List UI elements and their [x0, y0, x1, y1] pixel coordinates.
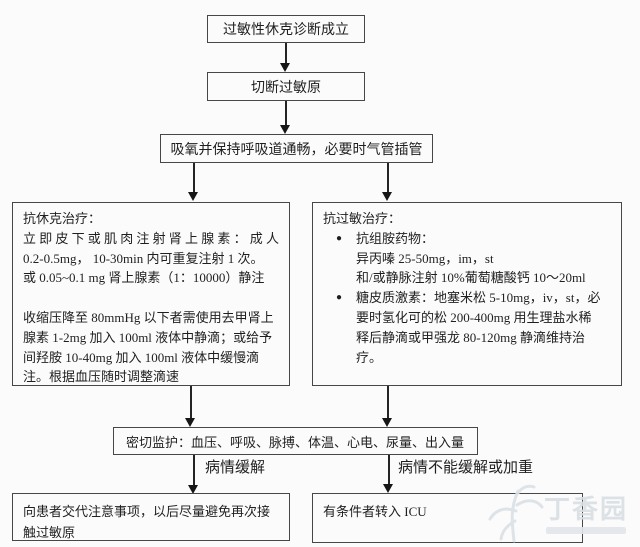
anti-shock-line: 立即皮下或肌肉注射肾上腺素：成人 — [23, 230, 283, 246]
anti-shock-line: 或 0.05~0.1 mg 肾上腺素（1：10000）静注 — [23, 270, 265, 286]
anti-allergy-line: 异丙嗪 25-50mg，im，st — [356, 250, 494, 266]
arrow-down-icon — [185, 418, 195, 427]
bullet-icon: ● — [336, 292, 343, 304]
anti-allergy-line: 疗。 — [356, 349, 383, 365]
node-icu: 有条件者转入 ICU — [312, 493, 583, 543]
anti-shock-line: 腺素 1-2mg 加入 100ml 液体中静滴；或给予 — [23, 329, 273, 345]
anti-allergy-line: 抗组胺药物： — [356, 230, 435, 246]
node-diagnosis: 过敏性休克诊断成立 — [207, 15, 365, 43]
node-advice: 向患者交代注意事项，以后尽量避免再次接触过敏原 — [12, 493, 290, 541]
node-airway: 吸氧并保持呼吸道通畅，必要时气管插管 — [160, 134, 433, 163]
arrow-down-icon — [383, 484, 393, 493]
connector-monitoring-to-icu — [388, 455, 390, 485]
bullet-icon: ● — [336, 232, 343, 244]
anti-shock-line: 间羟胺 10-40mg 加入 100ml 液体中缓慢滴 — [23, 349, 260, 365]
anti-shock-line: 收缩压降至 80mmHg 以下者需使用去甲肾上 — [23, 309, 274, 325]
anti-allergy-bullet-antihistamine: ● 抗组胺药物： — [323, 229, 613, 249]
node-anti-shock: 抗休克治疗： 立即皮下或肌肉注射肾上腺素：成人 0.2-0.5mg， 10-30… — [12, 202, 290, 386]
anti-allergy-bullet-corticosteroid: ● 糖皮质激素：地塞米松 5-10mg，iv，st，必 — [323, 288, 613, 308]
node-monitoring-label: 密切监护：血压、呼吸、脉搏、体温、心电、尿量、出入量 — [126, 434, 465, 450]
arrow-down-icon — [382, 192, 392, 201]
edge-label-not-relieved: 病情不能缓解或加重 — [398, 460, 534, 476]
node-cut-allergen-label: 切断过敏原 — [251, 80, 321, 96]
anti-allergy-line: 糖皮质激素：地塞米松 5-10mg，iv，st，必 — [356, 290, 601, 306]
node-advice-label: 向患者交代注意事项，以后尽量避免再次接触过敏原 — [23, 504, 271, 540]
connector-airway-to-antishock — [193, 163, 195, 193]
anti-allergy-line: 要时氢化可的松 200-400mg 用生理盐水稀 — [356, 309, 592, 325]
anti-allergy-line: 释后静滴或甲强龙 80-120mg 静滴维持治 — [356, 329, 585, 345]
anti-shock-line: 注。根据血压随时调整滴速 — [23, 369, 180, 385]
anti-shock-line: 抗休克治疗： — [23, 211, 102, 226]
anti-shock-line: 0.2-0.5mg， 10-30min 内可重复注射 1 次。 — [23, 250, 264, 266]
arrow-down-icon — [280, 63, 290, 72]
node-airway-label: 吸氧并保持呼吸道通畅，必要时气管插管 — [170, 142, 423, 158]
connector-diagnosis-to-cut — [285, 43, 287, 64]
edge-label-relieved: 病情缓解 — [205, 460, 266, 476]
connector-antiallergy-to-monitoring — [387, 386, 389, 419]
anti-allergy-line: 和/或静脉注射 10%葡萄糖酸钙 10～20ml — [356, 270, 586, 286]
anti-allergy-title: 抗过敏治疗： — [323, 211, 402, 226]
node-icu-label: 有条件者转入 ICU — [323, 504, 427, 519]
node-anti-allergy: 抗过敏治疗： ● 抗组胺药物： 异丙嗪 25-50mg，im，st 和/或静脉注… — [312, 202, 622, 386]
connector-airway-to-antiallergy — [387, 163, 389, 193]
connector-antishock-to-monitoring — [190, 386, 192, 419]
anti-shock-line — [23, 288, 281, 308]
arrow-down-icon — [188, 192, 198, 201]
arrow-down-icon — [280, 125, 290, 134]
connector-monitoring-to-advice — [193, 455, 195, 486]
connector-cut-to-airway — [285, 101, 287, 126]
arrow-down-icon — [188, 485, 198, 494]
node-cut-allergen: 切断过敏原 — [207, 72, 365, 101]
arrow-down-icon — [382, 418, 392, 427]
node-monitoring: 密切监护：血压、呼吸、脉搏、体温、心电、尿量、出入量 — [113, 427, 478, 455]
node-diagnosis-label: 过敏性休克诊断成立 — [223, 23, 349, 38]
